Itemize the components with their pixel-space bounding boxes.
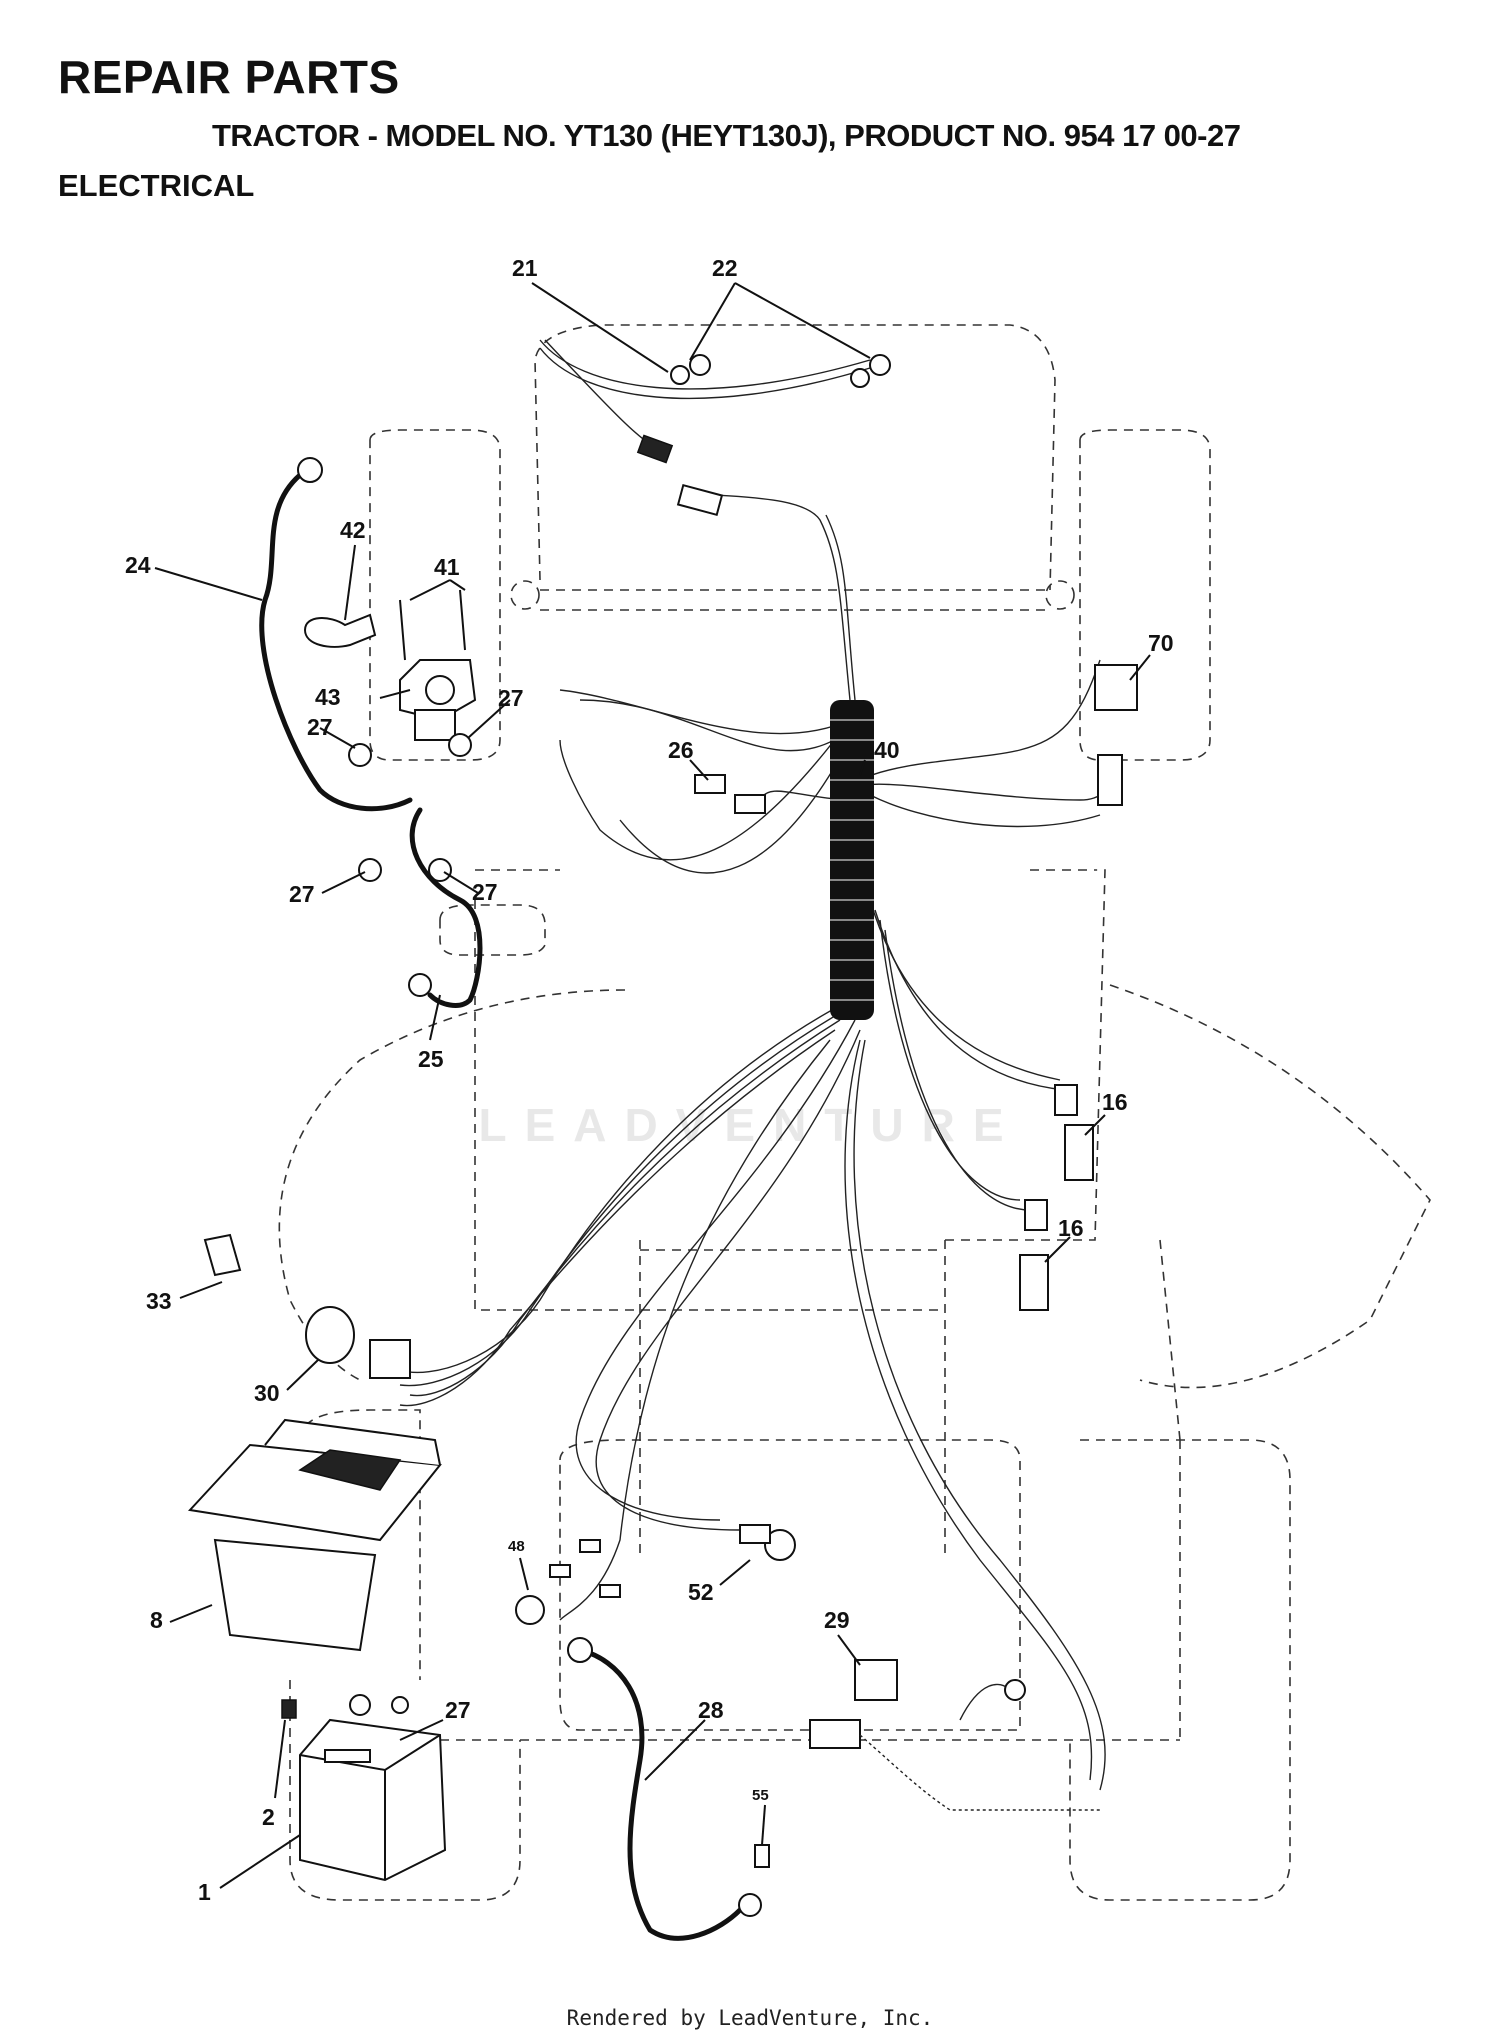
ring-terminal [567, 1637, 593, 1663]
callout-24: 24 [125, 552, 151, 578]
battery-box-8 [187, 1418, 442, 1652]
page-subtitle: TRACTOR - MODEL NO. YT130 (HEYT130J), PR… [212, 118, 1241, 153]
connector-26 [694, 774, 766, 814]
callout-27: 27 [498, 685, 524, 711]
connectors-16 [1019, 1084, 1094, 1311]
ring-terminal [297, 457, 323, 483]
callout-27: 27 [445, 1697, 471, 1723]
callout-22: 22 [712, 255, 738, 281]
callout-52: 52 [688, 1579, 714, 1605]
ignition-switch-30 [305, 1306, 411, 1379]
callout-30: 30 [254, 1380, 280, 1406]
callout-48: 48 [508, 1538, 525, 1555]
callout-16: 16 [1102, 1089, 1128, 1115]
cable-28 [577, 1647, 743, 1941]
connector-70 [1094, 664, 1138, 806]
bulb-sockets [515, 1524, 796, 1625]
page-title: REPAIR PARTS [58, 51, 400, 103]
callout-1: 1 [198, 1879, 211, 1905]
footer-credit: Rendered by LeadVenture, Inc. [566, 2006, 934, 2030]
callout-28: 28 [698, 1697, 724, 1723]
callout-41: 41 [434, 554, 460, 580]
ring-terminal [738, 1893, 762, 1917]
solenoid-assembly [303, 589, 477, 882]
callout-27: 27 [289, 881, 315, 907]
callout-27: 27 [472, 879, 498, 905]
bolt-55 [754, 1844, 770, 1868]
callout-40: 40 [874, 737, 900, 763]
callout-16: 16 [1058, 1215, 1084, 1241]
callout-29: 29 [824, 1607, 850, 1633]
callout-70: 70 [1148, 630, 1174, 656]
cable-25 [409, 807, 483, 1008]
callout-labels: 21 22 24 42 41 43 27 27 27 27 70 26 40 2… [125, 255, 1174, 1905]
switch-29 [809, 1659, 1100, 1811]
ring-terminal [408, 973, 432, 997]
watermark: LEADVENTURE [478, 1099, 1022, 1151]
callout-55: 55 [752, 1787, 769, 1804]
cable-24 [259, 472, 413, 812]
callout-25: 25 [418, 1046, 444, 1072]
callout-43: 43 [315, 684, 341, 710]
callout-33: 33 [146, 1288, 172, 1314]
callout-42: 42 [340, 517, 366, 543]
section-title: ELECTRICAL [58, 168, 255, 203]
leader-lines [154, 282, 1151, 1889]
callout-2: 2 [262, 1804, 275, 1830]
callout-27: 27 [307, 714, 333, 740]
battery-1 [281, 1694, 447, 1882]
callout-26: 26 [668, 737, 694, 763]
key-33 [203, 1233, 242, 1277]
headlight-harness [539, 339, 891, 517]
callout-8: 8 [150, 1607, 163, 1633]
spiral-wrap [830, 700, 874, 1020]
callout-21: 21 [512, 255, 538, 281]
